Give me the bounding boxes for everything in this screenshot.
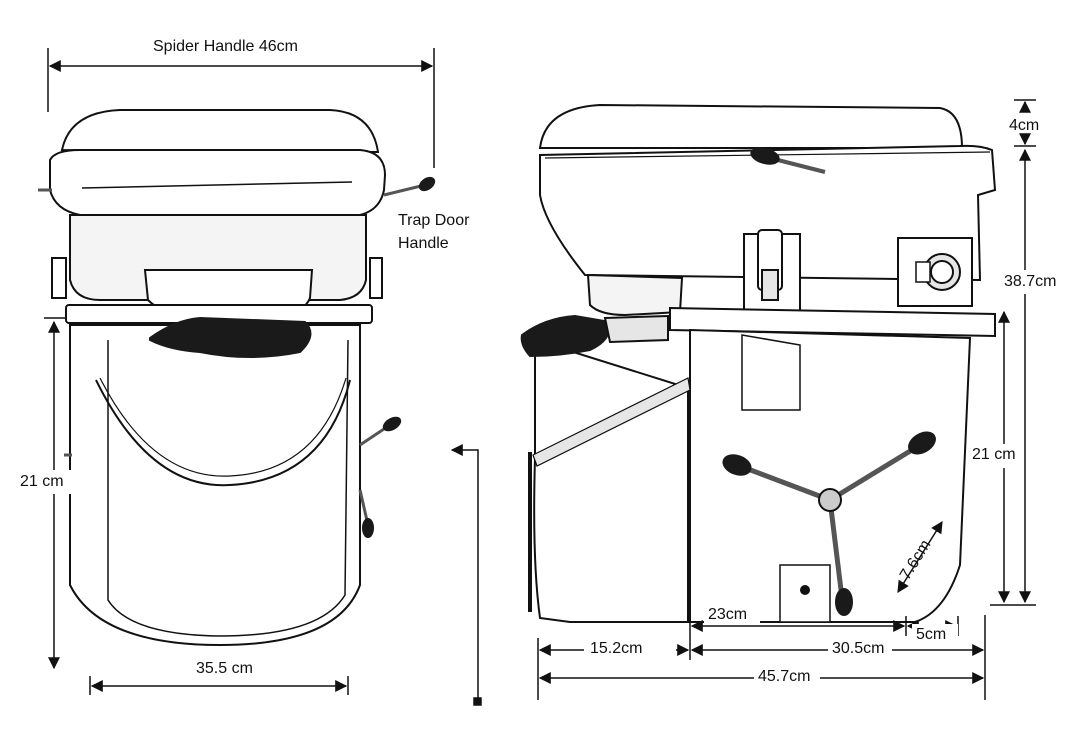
trap-door-label-line2: Handle [398, 235, 449, 252]
side-inner-label: 23cm [708, 606, 748, 623]
side-plate [669, 306, 996, 338]
side-lid-label: 4cm [1009, 117, 1040, 134]
side-total-height-label: 38.7cm [1004, 273, 1057, 290]
side-front-depth-label: 15.2cm [590, 640, 643, 657]
front-base-label: 35.5 cm [196, 660, 253, 677]
side-cloth [520, 314, 612, 358]
side-rear-depth-label: 30.5cm [832, 640, 885, 657]
front-cloth [149, 316, 312, 358]
trap-door-label-line1: Trap Door [398, 212, 470, 229]
front-lid [60, 109, 380, 154]
front-height-label: 21 cm [20, 473, 64, 490]
side-lid [538, 103, 964, 149]
front-width-label: Spider Handle 46cm [153, 38, 298, 55]
side-bucket [533, 338, 689, 623]
side-small-label: 5cm [916, 626, 947, 643]
front-bucket-handle [95, 379, 351, 487]
side-seat [539, 144, 997, 282]
side-bucket-height-label: 21 cm [972, 446, 1016, 463]
side-spider-handle [739, 442, 922, 599]
front-view [38, 109, 436, 647]
side-total-depth-label: 45.7cm [758, 668, 811, 685]
front-dimensions [44, 48, 482, 706]
front-seat [49, 149, 387, 216]
